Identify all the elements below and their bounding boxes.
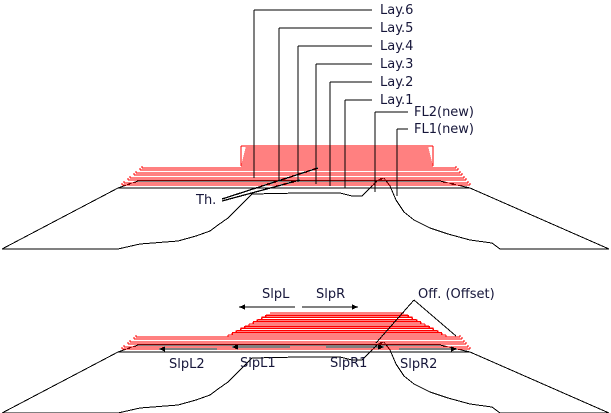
callout-label-lay6: Lay.6 (380, 3, 414, 18)
offset-leader-a (375, 299, 415, 344)
callout-label-lay3: Lay.3 (380, 57, 414, 72)
dim-slpr-arrowhead (352, 304, 358, 310)
thickness-label: Th. (196, 193, 217, 208)
dim-slpr1-label: SlpR1 (330, 356, 368, 371)
offset-label: Off. (Offset) (418, 287, 495, 302)
dim-slpr2-label: SlpR2 (400, 357, 438, 372)
existing-ground-profile-bottom (2, 341, 609, 413)
dim-slpl1-arrowhead (232, 344, 238, 350)
callout-label-fl1: FL1(new) (414, 122, 475, 137)
thickness-leader-upper (221, 167, 319, 200)
embankment-outline-bottom (1, 351, 610, 413)
callout-label-fl2: FL2(new) (414, 105, 475, 120)
dim-slpr1-arrowhead (378, 344, 384, 350)
dim-slpl2-arrowhead (159, 346, 165, 352)
callout-label-lay5: Lay.5 (380, 21, 414, 36)
dim-slpr-label: SlpR (316, 287, 346, 302)
dim-slpl-arrowhead (239, 304, 245, 310)
dim-slpl-label: SlpL (262, 287, 290, 302)
callout-label-lay2: Lay.2 (380, 75, 414, 90)
callout-label-lay1: Lay.1 (380, 93, 414, 108)
dim-slpl2-label: SlpL2 (169, 357, 205, 372)
existing-ground-profile-top (2, 177, 609, 250)
embankment-outline-top (1, 187, 610, 250)
dim-slpl1-label: SlpL1 (240, 356, 276, 371)
thickness-leader-lower (221, 179, 301, 202)
offset-leader-b (413, 299, 457, 337)
dim-slpr2-arrowhead (451, 346, 457, 352)
callout-label-lay4: Lay.4 (380, 39, 414, 54)
